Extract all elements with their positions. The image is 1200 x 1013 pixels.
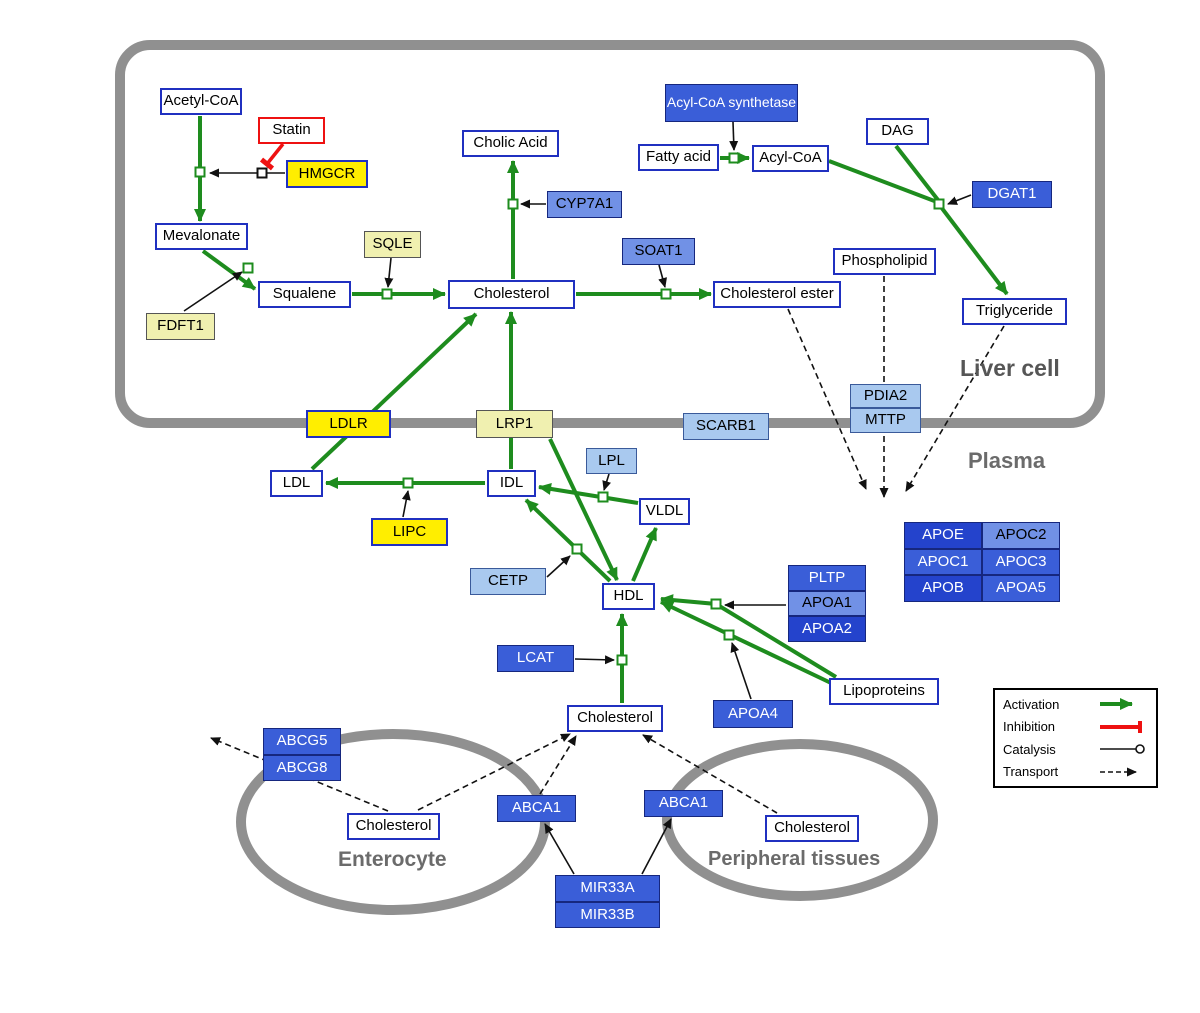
- liver-cell-label: Liver cell: [960, 355, 1060, 381]
- node-abcg5[interactable]: ABCG5: [263, 728, 341, 755]
- node-fatty-acid[interactable]: Fatty acid: [638, 144, 719, 171]
- transport-arrow-icon: [1100, 767, 1137, 777]
- legend-catalysis-label: Catalysis: [1003, 741, 1056, 757]
- node-mevalonate[interactable]: Mevalonate: [155, 223, 248, 250]
- node-ldl[interactable]: LDL: [270, 470, 323, 497]
- node-cetp[interactable]: CETP: [470, 568, 546, 595]
- node-soat1[interactable]: SOAT1: [622, 238, 695, 265]
- node-abcg8[interactable]: ABCG8: [263, 755, 341, 781]
- node-mir33b[interactable]: MIR33B: [555, 902, 660, 928]
- node-cholesterol-liver[interactable]: Cholesterol: [448, 280, 575, 309]
- node-apoa4[interactable]: APOA4: [713, 700, 793, 728]
- node-squalene[interactable]: Squalene: [258, 281, 351, 308]
- node-acyl-coa[interactable]: Acyl-CoA: [752, 145, 829, 172]
- node-hmgcr[interactable]: HMGCR: [286, 160, 368, 188]
- node-apoc2[interactable]: APOC2: [982, 522, 1060, 549]
- node-cholesterol-ester[interactable]: Cholesterol ester: [713, 281, 841, 308]
- legend: Activation Inhibition Catalysis Transpor…: [993, 688, 1158, 788]
- enterocyte-label: Enterocyte: [338, 848, 447, 871]
- node-apoa5[interactable]: APOA5: [982, 575, 1060, 602]
- node-fdft1[interactable]: FDFT1: [146, 313, 215, 340]
- node-pltp[interactable]: PLTP: [788, 565, 866, 591]
- enterocyte-outline: [236, 729, 550, 915]
- node-apoc1[interactable]: APOC1: [904, 549, 982, 575]
- node-apoa2[interactable]: APOA2: [788, 616, 866, 642]
- legend-row-transport: Transport: [1003, 764, 1148, 780]
- node-apoc3[interactable]: APOC3: [982, 549, 1060, 575]
- node-dgat1[interactable]: DGAT1: [972, 181, 1052, 208]
- transport-edges: [210, 276, 1005, 814]
- node-cholesterol-peripheral[interactable]: Cholesterol: [765, 815, 859, 842]
- node-lipc[interactable]: LIPC: [371, 518, 448, 546]
- node-idl[interactable]: IDL: [487, 470, 536, 497]
- node-statin[interactable]: Statin: [258, 117, 325, 144]
- node-acetyl-coa[interactable]: Acetyl-CoA: [160, 88, 242, 115]
- node-mttp[interactable]: MTTP: [850, 408, 921, 433]
- node-triglyceride[interactable]: Triglyceride: [962, 298, 1067, 325]
- legend-activation-label: Activation: [1003, 696, 1060, 712]
- node-lrp1[interactable]: LRP1: [476, 410, 553, 438]
- node-hdl[interactable]: HDL: [602, 583, 655, 610]
- node-pdia2[interactable]: PDIA2: [850, 384, 921, 408]
- activation-arrow-icon: [1100, 698, 1133, 710]
- catalysis-edges: [183, 121, 972, 875]
- catalysis-circle-icon: [1100, 744, 1145, 755]
- node-ldlr[interactable]: LDLR: [306, 410, 391, 438]
- node-lipoproteins[interactable]: Lipoproteins: [829, 678, 939, 705]
- node-abca1-peripheral[interactable]: ABCA1: [644, 790, 723, 817]
- legend-row-catalysis: Catalysis: [1003, 741, 1148, 757]
- node-lcat[interactable]: LCAT: [497, 645, 574, 672]
- activation-edges: [194, 116, 1009, 703]
- node-cholic-acid[interactable]: Cholic Acid: [462, 130, 559, 157]
- node-vldl[interactable]: VLDL: [639, 498, 690, 525]
- legend-transport-label: Transport: [1003, 764, 1059, 780]
- compartment-outlines: [115, 40, 1105, 915]
- node-cholesterol-plasma[interactable]: Cholesterol: [567, 705, 663, 732]
- node-dag[interactable]: DAG: [866, 118, 929, 145]
- inhibition-tbar-icon: [1100, 720, 1142, 733]
- legend-inhibition-label: Inhibition: [1003, 719, 1056, 735]
- legend-row-inhibition: Inhibition: [1003, 719, 1148, 735]
- peripheral-tissues-label: Peripheral tissues: [708, 848, 881, 870]
- node-sqle[interactable]: SQLE: [364, 231, 421, 258]
- node-cyp7a1[interactable]: CYP7A1: [547, 191, 622, 218]
- node-mir33a[interactable]: MIR33A: [555, 875, 660, 902]
- node-phospholipid[interactable]: Phospholipid: [833, 248, 936, 275]
- node-apoe[interactable]: APOE: [904, 522, 982, 549]
- node-apoa1[interactable]: APOA1: [788, 591, 866, 616]
- reaction-squares: [194, 152, 945, 666]
- node-scarb1[interactable]: SCARB1: [683, 413, 769, 440]
- liver-cell-outline: [115, 40, 1105, 428]
- node-acyl-coa-synthetase[interactable]: Acyl-CoA synthetase: [665, 84, 798, 122]
- node-cholesterol-enterocyte[interactable]: Cholesterol: [347, 813, 440, 840]
- node-apob[interactable]: APOB: [904, 575, 982, 602]
- legend-row-activation: Activation: [1003, 696, 1148, 712]
- plasma-label: Plasma: [968, 448, 1046, 473]
- node-abca1-enterocyte[interactable]: ABCA1: [497, 795, 576, 822]
- node-lpl[interactable]: LPL: [586, 448, 637, 474]
- inhibition-edge: [259, 142, 285, 171]
